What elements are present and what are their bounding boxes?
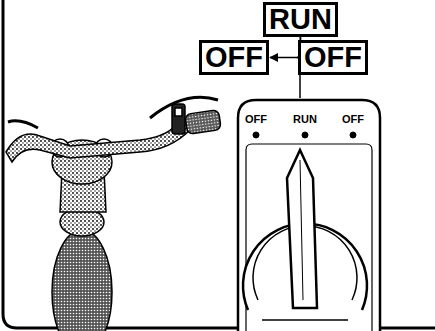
off-position-box: OFF — [199, 40, 269, 75]
position-label: RUN — [269, 5, 332, 34]
engine-stop-switch — [238, 100, 380, 331]
position-box: RUN — [263, 2, 338, 37]
switch-position-label: OFF — [244, 113, 268, 125]
position-label: OFF — [205, 43, 263, 72]
direction-arrow — [270, 37, 300, 58]
switch-position-label: OFF — [341, 113, 365, 125]
off-position-box: OFF — [298, 40, 368, 75]
switch-position-label: RUN — [292, 113, 318, 125]
motorcycle-handlebar — [6, 97, 221, 331]
position-label: OFF — [304, 43, 362, 72]
